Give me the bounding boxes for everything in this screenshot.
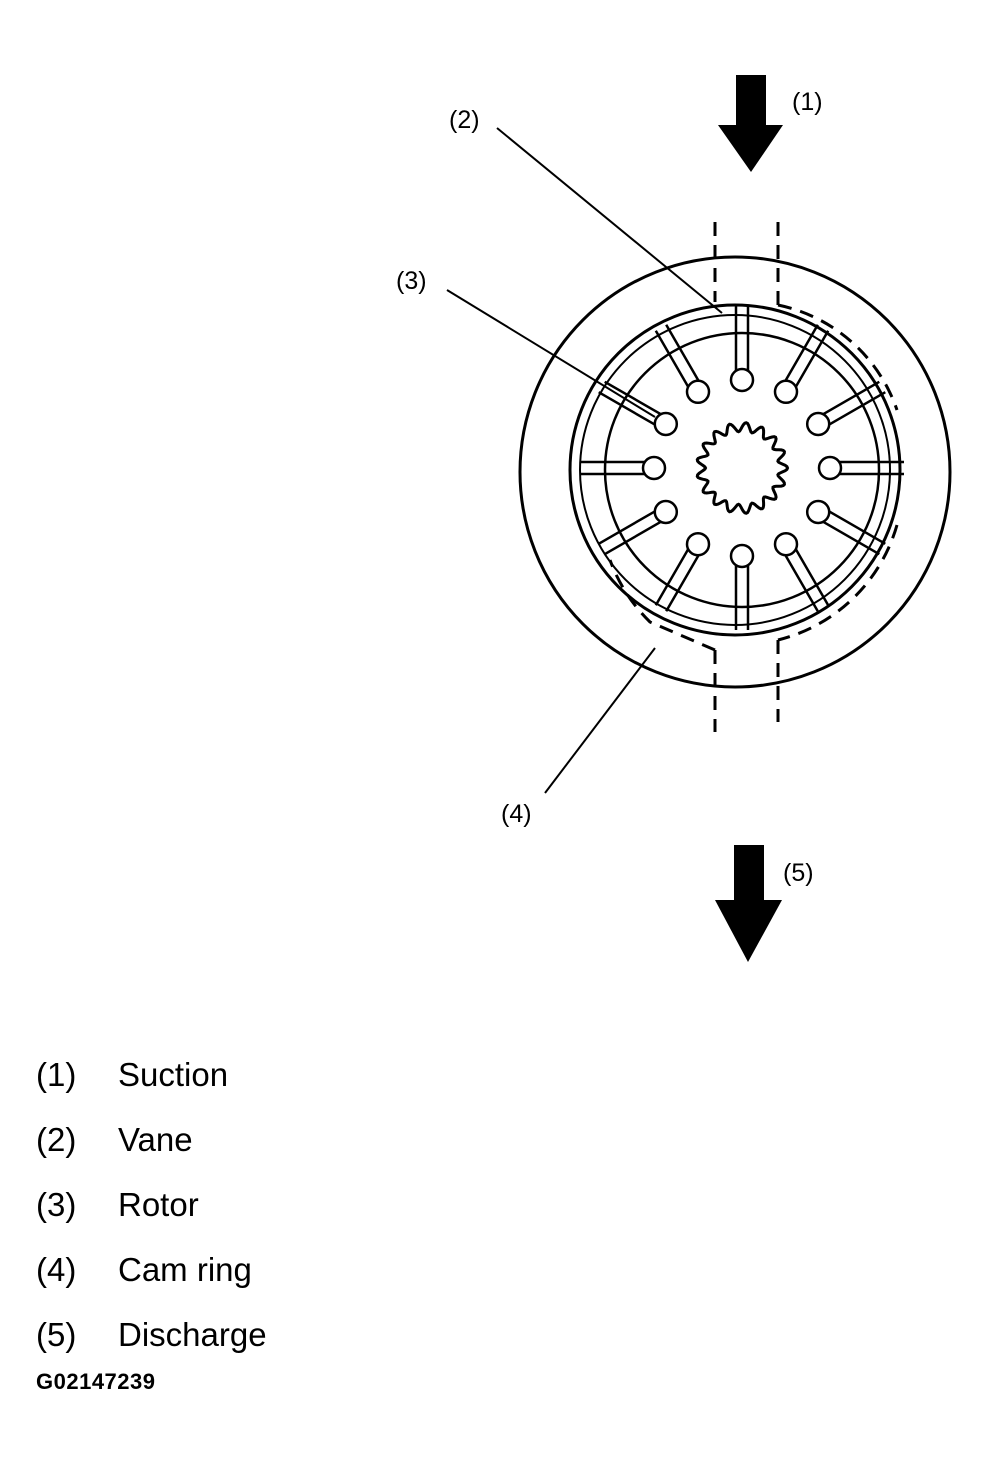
splined-shaft	[695, 421, 790, 515]
legend: (1) Suction (2) Vane (3) Rotor (4) Cam r…	[36, 1042, 267, 1367]
rotor-leader-line	[446, 289, 656, 418]
vane-slot-bulb	[653, 411, 679, 437]
legend-label: Suction	[118, 1056, 229, 1093]
vane	[598, 509, 663, 556]
legend-label: Vane	[118, 1121, 193, 1158]
vane	[821, 380, 886, 427]
vane-slot-bulb	[805, 499, 831, 525]
pump-housing	[518, 255, 952, 689]
cam-ring-leader-line	[544, 647, 656, 794]
vane-slot-bulb	[653, 499, 679, 525]
cam-ring-callout: (4)	[501, 800, 532, 828]
vane-slot-bulb	[805, 411, 831, 437]
vane	[734, 306, 750, 372]
legend-number: (5)	[36, 1316, 77, 1353]
vane-leader-line	[496, 127, 723, 314]
discharge-arrow	[715, 845, 782, 962]
vane	[598, 380, 663, 427]
cam-ring-outer	[568, 303, 902, 637]
vane-slot-bulb	[685, 531, 711, 557]
vane-pump-diagram: (1) (2) (3) (4) (5)	[396, 75, 952, 962]
suction-callout: (1)	[792, 88, 823, 116]
vane-slot-bulb	[773, 379, 799, 405]
vane-slot-bulb	[729, 543, 755, 569]
rotor-callout: (3)	[396, 267, 427, 295]
legend-label: Cam ring	[118, 1251, 252, 1288]
vane-slot-bulb	[817, 455, 843, 481]
vane-slot-bulb	[729, 367, 755, 393]
legend-number: (2)	[36, 1121, 77, 1158]
legend-item: (1) Suction	[36, 1042, 267, 1107]
vane	[783, 324, 830, 389]
legend-number: (1)	[36, 1056, 77, 1093]
vane	[783, 547, 830, 612]
vane	[821, 509, 886, 556]
vane-slot-bulb	[685, 379, 711, 405]
vane-slot-bulb	[641, 455, 667, 481]
vane	[734, 564, 750, 630]
vane	[654, 324, 701, 389]
legend-item: (5) Discharge	[36, 1302, 267, 1367]
legend-label: Discharge	[118, 1316, 267, 1353]
legend-item: (3) Rotor	[36, 1172, 267, 1237]
vane-callout: (2)	[449, 106, 480, 134]
legend-item: (2) Vane	[36, 1107, 267, 1172]
legend-number: (3)	[36, 1186, 77, 1223]
vane	[580, 460, 646, 476]
vanes	[580, 306, 904, 630]
legend-label: Rotor	[118, 1186, 199, 1223]
suction-arrow	[718, 75, 783, 172]
discharge-callout: (5)	[783, 859, 814, 887]
legend-item: (4) Cam ring	[36, 1237, 267, 1302]
rotor-outline	[603, 331, 881, 609]
vane-slot-bulb	[773, 531, 799, 557]
vane	[838, 460, 904, 476]
legend-number: (4)	[36, 1251, 77, 1288]
port-dashed-outlines	[608, 222, 899, 732]
vane	[654, 547, 701, 612]
figure-id: G02147239	[36, 1369, 156, 1394]
